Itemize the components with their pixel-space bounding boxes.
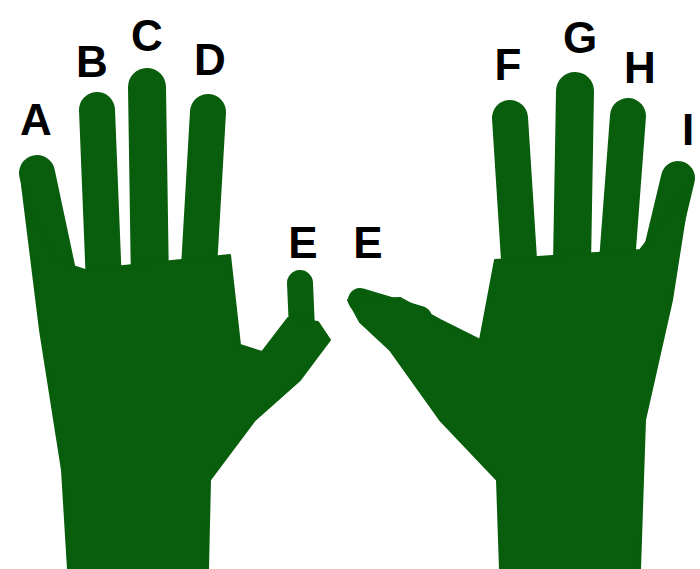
- finger-label: G: [563, 16, 597, 60]
- finger-label: E: [353, 221, 382, 265]
- finger-label: E: [288, 221, 317, 265]
- finger-label: H: [624, 46, 656, 90]
- finger-label: F: [495, 43, 522, 87]
- left-hand: [22, 87, 330, 569]
- finger-label: I: [682, 108, 694, 152]
- finger-label: A: [20, 98, 52, 142]
- finger-label: C: [131, 14, 163, 58]
- right-hand: [348, 91, 690, 569]
- finger-label: D: [194, 38, 226, 82]
- finger-label: B: [76, 40, 108, 84]
